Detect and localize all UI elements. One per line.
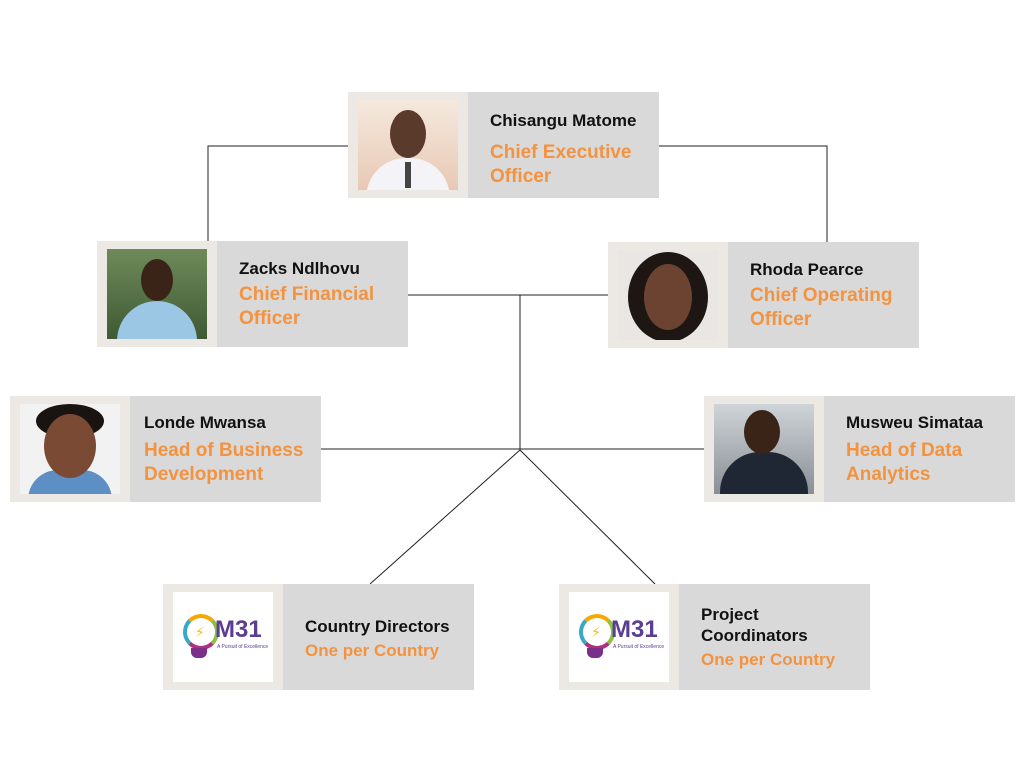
hda-role: Head of Data Analytics <box>846 439 963 485</box>
hda-name: Musweu Simataa <box>846 412 983 432</box>
node-project-coordinators: ⚡ M31 A Pursuit of Excellence Project Co… <box>559 584 870 690</box>
cd-role: One per Country <box>305 640 440 660</box>
hbd-photo <box>20 404 120 494</box>
hbd-photo-frame <box>10 396 130 502</box>
pc-role: One per Country <box>701 650 836 669</box>
coo-name: Rhoda Pearce <box>750 259 864 279</box>
cfo-name: Zacks Ndlhovu <box>239 258 360 278</box>
logo-tagline: A Pursuit of Excellence <box>613 644 665 650</box>
hda-info: Musweu Simataa Head of Data Analytics <box>824 396 1015 502</box>
ceo-photo-frame <box>348 92 468 198</box>
ceo-role: Chief Executive Officer <box>490 141 632 187</box>
connector-to-project-coordinators <box>519 449 656 585</box>
pc-info: Project Coordinators One per Country <box>679 584 870 690</box>
coo-photo-frame <box>608 242 728 348</box>
ceo-info: Chisangu Matome Chief Executive Officer <box>468 92 659 198</box>
coo-info: Rhoda Pearce Chief Operating Officer <box>728 242 919 348</box>
cfo-photo-frame <box>97 241 217 347</box>
hbd-name: Londe Mwansa <box>144 412 266 432</box>
connector-ceo-coo <box>659 145 828 243</box>
m31-logo: ⚡ M31 A Pursuit of Excellence <box>173 592 273 682</box>
node-head-business-development: Londe Mwansa Head of Business Developmen… <box>10 396 321 502</box>
node-head-data-analytics: Musweu Simataa Head of Data Analytics <box>704 396 1015 502</box>
cd-name: Country Directors <box>305 616 450 636</box>
hbd-role: Head of Business Development <box>144 439 304 485</box>
node-ceo: Chisangu Matome Chief Executive Officer <box>348 92 659 198</box>
logo-text: M31 <box>611 616 658 643</box>
lightning-icon: ⚡ <box>591 624 601 640</box>
cfo-role: Chief Financial Officer <box>239 283 375 329</box>
node-country-directors: ⚡ M31 A Pursuit of Excellence Country Di… <box>163 584 474 690</box>
connector-to-country-directors <box>369 449 521 585</box>
pc-name: Project Coordinators <box>701 605 808 645</box>
logo-text: M31 <box>215 616 262 643</box>
m31-logo: ⚡ M31 A Pursuit of Excellence <box>569 592 669 682</box>
ceo-name: Chisangu Matome <box>490 110 637 130</box>
node-coo: Rhoda Pearce Chief Operating Officer <box>608 242 919 348</box>
hda-photo <box>714 404 814 494</box>
cd-logo-frame: ⚡ M31 A Pursuit of Excellence <box>163 584 283 690</box>
ceo-photo <box>358 100 458 190</box>
cfo-photo <box>107 249 207 339</box>
logo-tagline: A Pursuit of Excellence <box>217 644 269 650</box>
coo-photo <box>618 250 718 340</box>
coo-role: Chief Operating Officer <box>750 284 893 330</box>
lightning-icon: ⚡ <box>195 624 205 640</box>
hda-photo-frame <box>704 396 824 502</box>
pc-logo-frame: ⚡ M31 A Pursuit of Excellence <box>559 584 679 690</box>
cd-info: Country Directors One per Country <box>283 584 474 690</box>
hbd-info: Londe Mwansa Head of Business Developmen… <box>130 396 321 502</box>
cfo-info: Zacks Ndlhovu Chief Financial Officer <box>217 241 408 347</box>
node-cfo: Zacks Ndlhovu Chief Financial Officer <box>97 241 408 347</box>
connector-ceo-cfo <box>207 145 348 242</box>
